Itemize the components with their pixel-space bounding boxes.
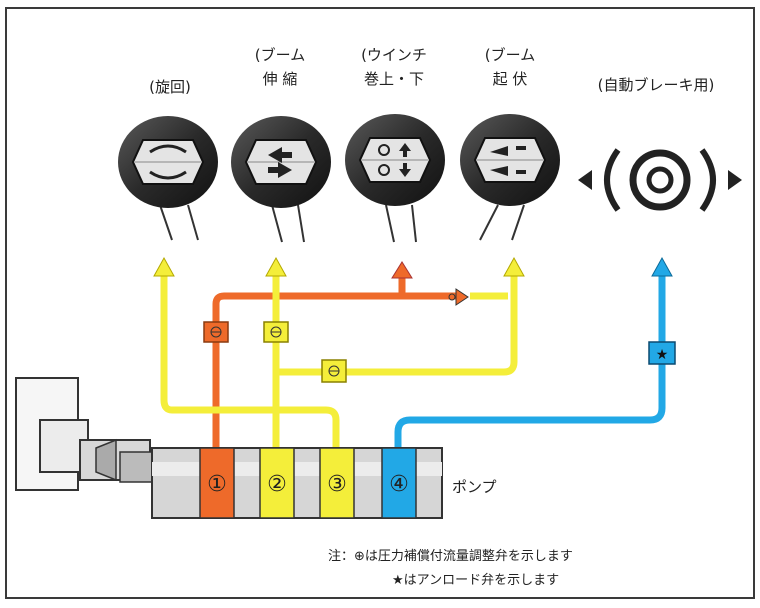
pump-section-4-label: ④ — [389, 472, 409, 497]
control-knob-boom-lift — [460, 114, 560, 241]
yellow-hydraulic-line — [153, 256, 525, 455]
unload-valve — [648, 341, 676, 365]
pump-section-3-label: ③ — [327, 472, 347, 497]
pump-label: ポンプ — [452, 478, 497, 496]
label-boom-lift-line1: (ブーム — [485, 46, 535, 64]
auto-brake-icon — [578, 148, 742, 212]
label-boom-lift-line2: 起 伏 — [493, 70, 528, 88]
pump-section-1-label: ① — [207, 472, 227, 497]
border-frame — [5, 7, 755, 599]
pump-section-1 — [199, 447, 235, 519]
engine-block — [15, 377, 157, 491]
blue-hydraulic-line: ★ — [394, 256, 676, 455]
pump-section-3 — [319, 447, 355, 519]
orange-hydraulic-line — [203, 261, 469, 455]
swing-arrow-icon — [149, 144, 187, 154]
pump-section-2-label: ② — [267, 472, 287, 497]
note-line-1: 注：⊕は圧力補償付流量調整弁を示します — [328, 549, 573, 564]
pump-body: ① ② ③ ④ — [151, 447, 443, 519]
pump-section-2 — [259, 447, 295, 519]
label-boom-ext-line1: (ブーム — [255, 46, 305, 64]
pump-section-4 — [381, 447, 417, 519]
label-winch-line1: (ウインチ — [361, 46, 427, 64]
unload-valve-star: ★ — [656, 347, 669, 363]
boom-lift-icon — [490, 146, 508, 156]
label-swing-line2: (旋回) — [149, 78, 191, 96]
note-line-2: ★はアンロード弁を示します — [392, 573, 559, 588]
label-boom-ext-line2: 伸 縮 — [263, 70, 298, 88]
control-labels: (旋回) (ブーム 伸 縮 (ウインチ 巻上・下 (ブーム 起 伏 (自動ブレー… — [149, 46, 714, 96]
winch-icon — [378, 144, 390, 156]
control-knob-boom-extend — [231, 116, 331, 243]
label-brake: (自動ブレーキ用) — [598, 76, 715, 94]
label-winch-line2: 巻上・下 — [364, 70, 424, 88]
control-knob-winch — [345, 114, 445, 243]
boom-extend-icon — [268, 147, 292, 163]
control-knob-swing — [118, 116, 218, 241]
